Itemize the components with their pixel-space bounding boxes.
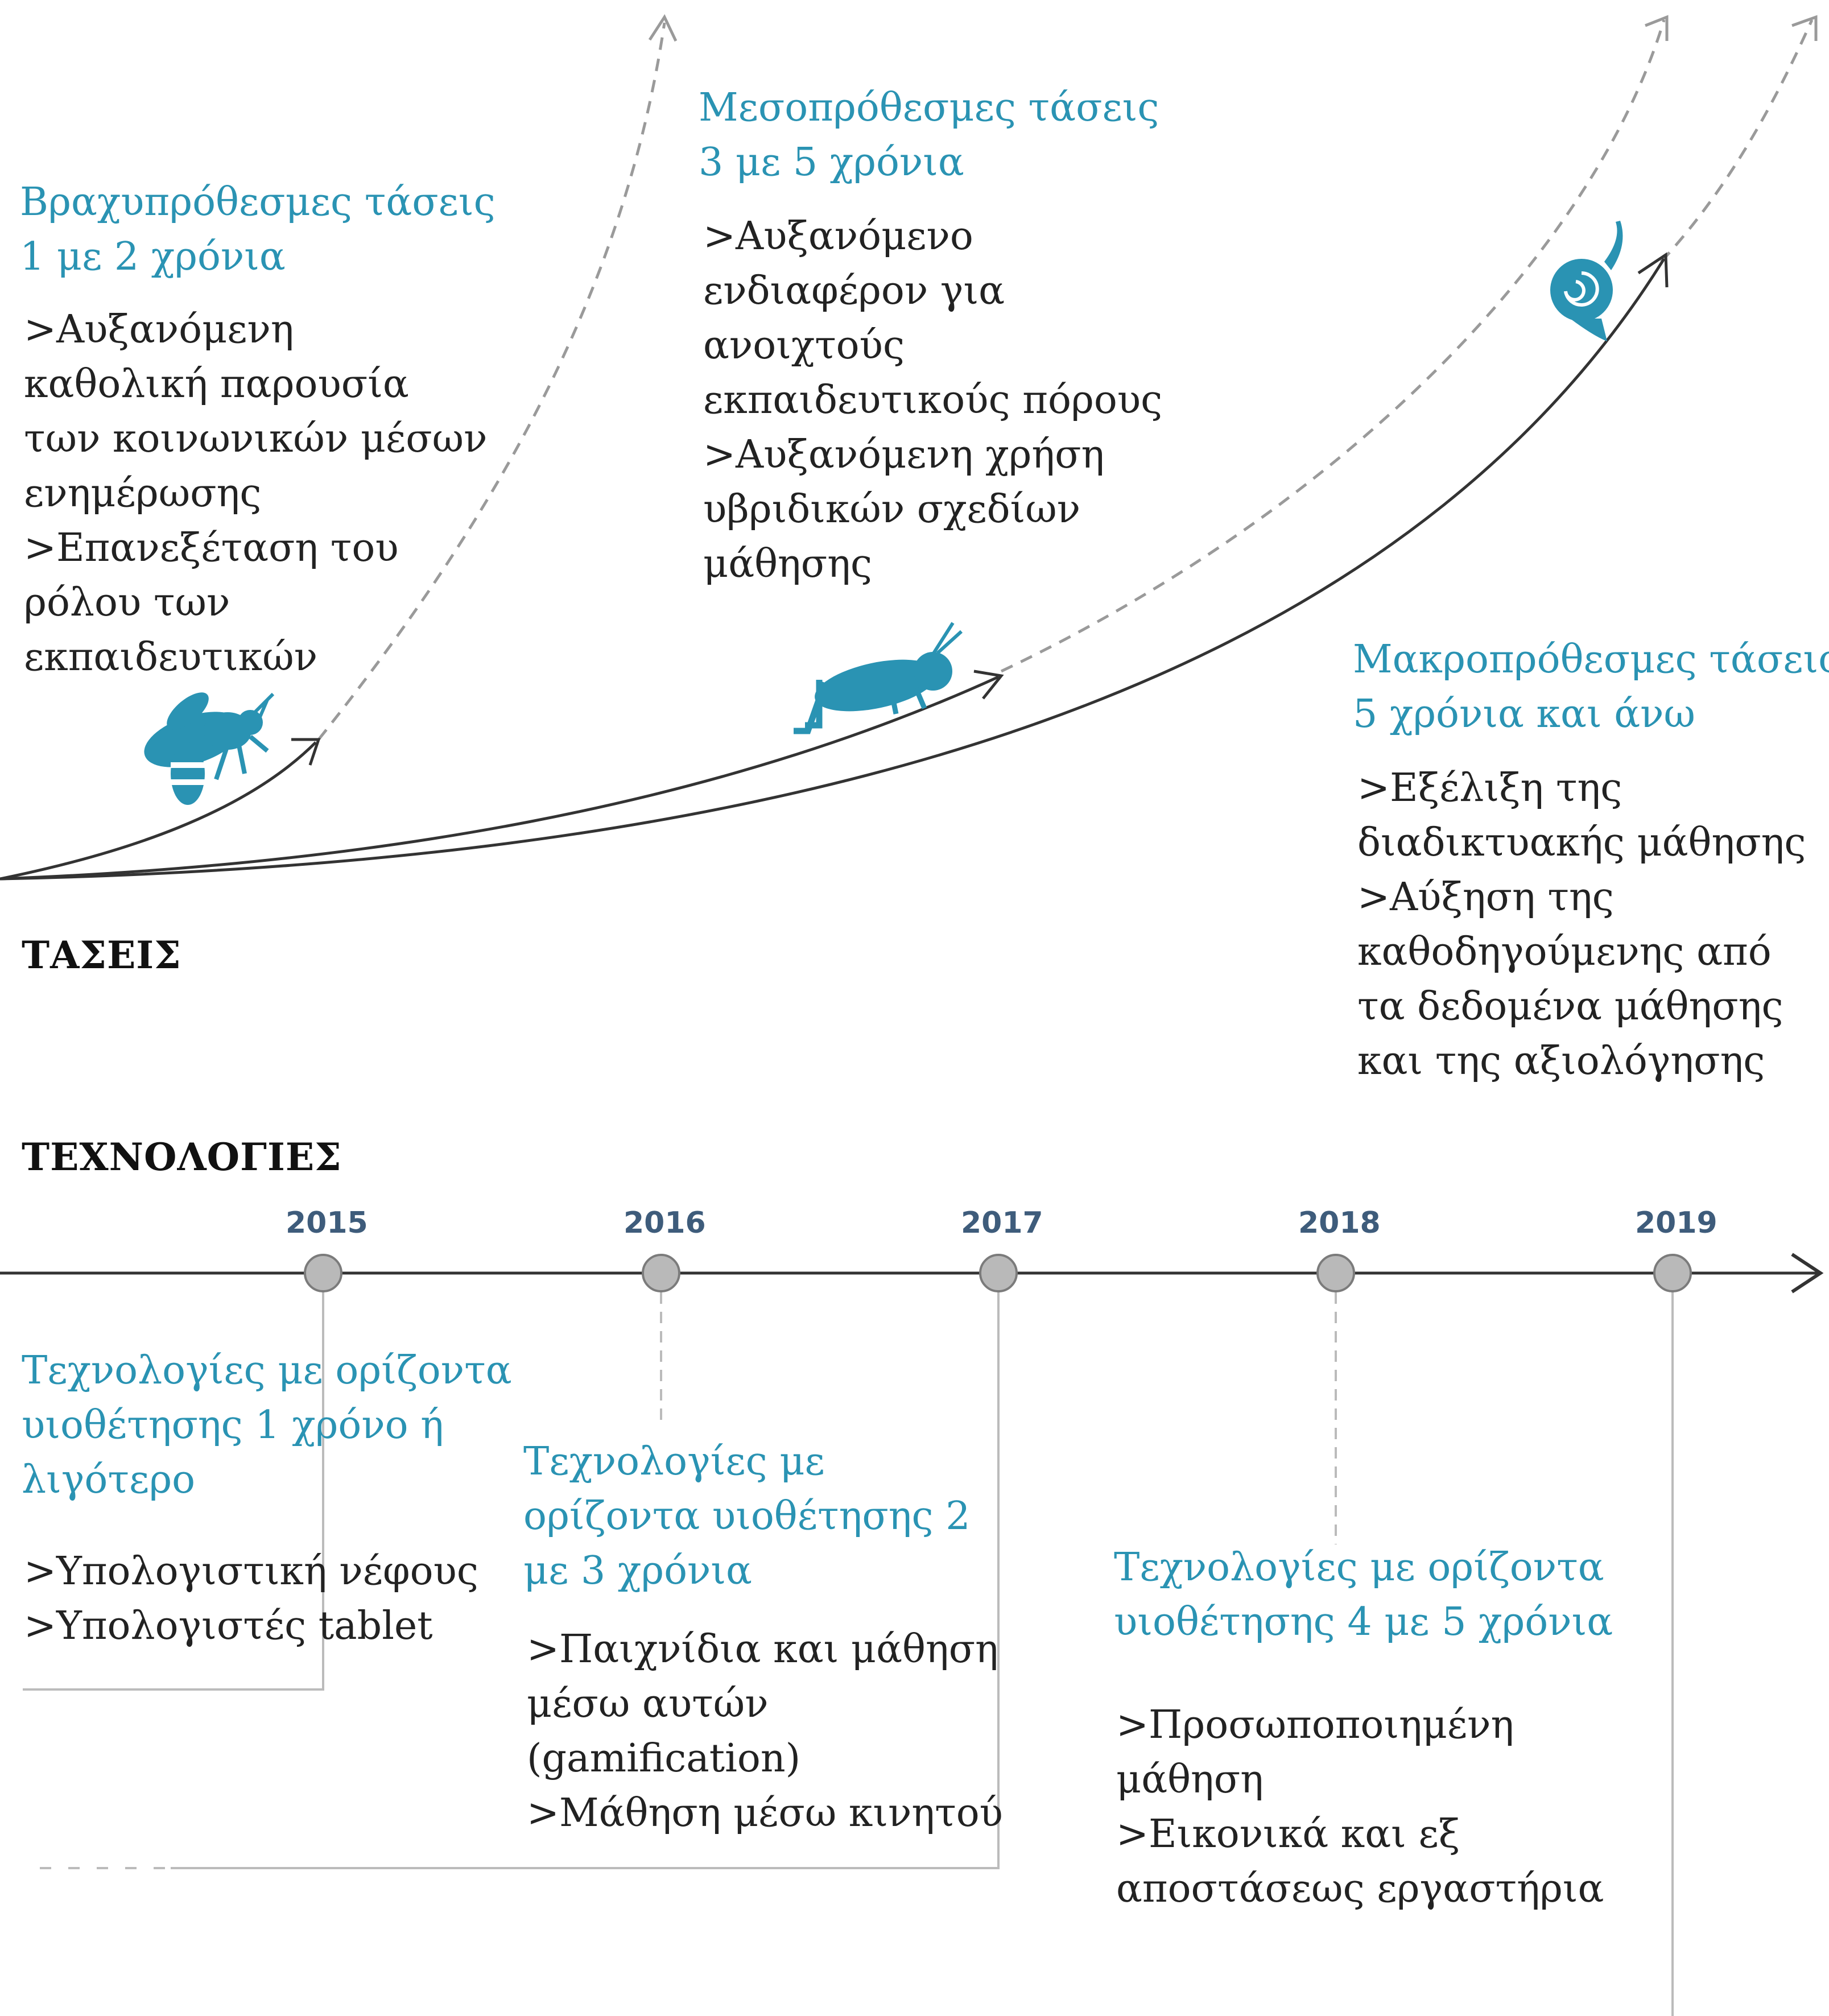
short-trend-dashed-extension	[317, 22, 666, 741]
node-2018	[1316, 1254, 1355, 1292]
long-trend-title-line: 5 χρόνια και άνω	[1353, 692, 1695, 737]
tech-2-item-line: >Παιχνίδια και μάθηση	[527, 1627, 998, 1672]
mid-trend-item-line: ενδιαφέρον για	[703, 268, 1005, 313]
long-trend-item-line: και της αξιολόγησης	[1357, 1039, 1765, 1084]
long-trend-item-line: >Εξέλιξη της	[1357, 766, 1622, 811]
long-trend-item-line: τα δεδομένα μάθησης	[1357, 984, 1783, 1029]
tech-2-title-line: Τεχνολογίες με	[523, 1439, 825, 1484]
mid-trend-dashed-extension	[1000, 19, 1666, 673]
year-label-2017: 2017	[961, 1206, 1043, 1240]
short-trend-items: >Αυξανόμενη καθολική παρουσία των κοινων…	[24, 303, 487, 685]
long-trend-items: >Εξέλιξη της διαδικτυακής μάθησης >Αύξησ…	[1357, 761, 1806, 1089]
tech-1-title-line: Τεχνολογίες με ορίζοντα	[22, 1348, 512, 1393]
mid-trend-title-line: Μεσοπρόθεσμες τάσεις	[699, 85, 1159, 130]
bee-icon	[144, 692, 275, 805]
tech-1-item-line: >Υπολογιστική νέφους	[24, 1549, 478, 1594]
timeline-arrowhead	[1791, 1253, 1824, 1294]
mid-trend-items: >Αυξανόμενο ενδιαφέρον για ανοιχτούς εκπ…	[703, 209, 1162, 592]
tech-3-title-line: Τεχνολογίες με ορίζοντα	[1114, 1545, 1604, 1590]
short-trend-title: Βραχυπρόθεσμες τάσεις 1 με 2 χρόνια	[20, 175, 496, 284]
tech-1-title-line: υιοθέτησης 1 χρόνο ή	[22, 1403, 444, 1448]
trends-heading: ΤΑΣΕΙΣ	[22, 933, 181, 977]
tech-2-items: >Παιχνίδια και μάθηση μέσω αυτών (gamifi…	[527, 1622, 1003, 1841]
tech-2-item-line: (gamification)	[527, 1736, 801, 1781]
tech-3-title: Τεχνολογίες με ορίζοντα υιοθέτησης 4 με …	[1114, 1540, 1613, 1650]
short-trend-item-line: >Επανεξέταση του	[24, 526, 399, 571]
mid-trend-item-line: υβριδικών σχεδίων	[703, 487, 1081, 532]
short-trend-item-line: των κοινωνικών μέσων	[24, 416, 488, 461]
node-2019	[1653, 1254, 1692, 1292]
long-trend-item-line: καθοδηγούμενης από	[1357, 929, 1772, 974]
grasshopper-icon	[794, 622, 963, 734]
mid-trend-item-line: >Αυξανόμενη χρήση	[703, 432, 1105, 477]
tech-3-item-line: >Προσωποποιημένη	[1116, 1703, 1514, 1748]
tech-3-item-line: >Εικονικά και εξ	[1116, 1812, 1460, 1857]
mid-trend-item-line: ανοιχτούς	[703, 323, 905, 368]
short-trend-item-line: εκπαιδευτικών	[24, 635, 318, 680]
tech-1-item-line: >Υπολογιστές tablet	[24, 1604, 433, 1649]
mid-trend-item-line: μάθησης	[703, 542, 873, 586]
tech-2-item-line: μέσω αυτών	[527, 1682, 769, 1726]
short-trend-item-line: ενημέρωσης	[24, 471, 262, 516]
short-trend-item-line: ρόλου των	[24, 580, 230, 625]
long-trend-arrowhead	[1637, 252, 1669, 288]
short-trend-title-line: 1 με 2 χρόνια	[20, 234, 286, 279]
tech-3-items: >Προσωποποιημένη μάθηση >Εικονικά και εξ…	[1116, 1698, 1604, 1916]
snail-icon	[1550, 221, 1623, 341]
node-2016	[642, 1254, 680, 1292]
short-extension-arrowhead	[648, 14, 678, 42]
tech-2-title-line: ορίζοντα υιοθέτησης 2	[523, 1494, 971, 1539]
mid-trend-item-line: >Αυξανόμενο	[703, 214, 973, 259]
node-2015	[304, 1254, 342, 1292]
long-trend-item-line: >Αύξηση της	[1357, 875, 1614, 920]
mid-trend-title: Μεσοπρόθεσμες τάσεις 3 με 5 χρόνια	[699, 81, 1159, 190]
mid-trend-curve	[0, 675, 1000, 881]
long-trend-item-line: διαδικτυακής μάθησης	[1357, 820, 1806, 865]
technologies-heading: ΤΕΧΝΟΛΟΓΙΕΣ	[22, 1135, 342, 1179]
long-trend-curve	[0, 258, 1666, 881]
long-trend-dashed-extension	[1660, 19, 1814, 263]
year-label-2016: 2016	[624, 1206, 706, 1240]
connector-2017	[23, 1273, 1000, 1869]
mid-extension-arrowhead	[1645, 15, 1669, 41]
tech-2-title: Τεχνολογίες με ορίζοντα υιοθέτησης 2 με …	[523, 1435, 970, 1598]
tech-1-title: Τεχνολογίες με ορίζοντα υιοθέτησης 1 χρό…	[22, 1344, 512, 1507]
long-trend-title: Μακροπρόθεσμες τάσεις 5 χρόνια και άνω	[1353, 633, 1829, 742]
short-trend-item-line: καθολική παρουσία	[24, 362, 409, 407]
tech-1-title-line: λιγότερο	[22, 1457, 196, 1502]
short-trend-title-line: Βραχυπρόθεσμες τάσεις	[20, 180, 496, 225]
short-trend-item-line: >Αυξανόμενη	[24, 307, 294, 352]
tech-3-item-line: μάθηση	[1116, 1757, 1264, 1802]
tech-3-item-line: αποστάσεως εργαστήρια	[1116, 1866, 1604, 1911]
mid-trend-arrowhead	[973, 670, 1004, 700]
short-trend-curve	[0, 741, 317, 881]
tech-1-items: >Υπολογιστική νέφους >Υπολογιστές tablet	[24, 1544, 478, 1654]
year-label-2015: 2015	[286, 1206, 368, 1240]
long-extension-arrowhead	[1791, 15, 1818, 41]
tech-3-title-line: υιοθέτησης 4 με 5 χρόνια	[1114, 1600, 1613, 1645]
tech-2-item-line: >Μάθηση μέσω κινητού	[527, 1791, 1004, 1836]
long-trend-title-line: Μακροπρόθεσμες τάσεις	[1353, 637, 1829, 682]
mid-trend-title-line: 3 με 5 χρόνια	[699, 140, 964, 185]
node-2017	[979, 1254, 1018, 1292]
year-label-2019: 2019	[1635, 1206, 1717, 1240]
connector-2015	[23, 1273, 324, 1691]
mid-trend-item-line: εκπαιδευτικούς πόρους	[703, 378, 1163, 423]
tech-2-title-line: με 3 χρόνια	[523, 1548, 752, 1593]
year-label-2018: 2018	[1298, 1206, 1381, 1240]
short-trend-arrowhead	[291, 738, 321, 766]
